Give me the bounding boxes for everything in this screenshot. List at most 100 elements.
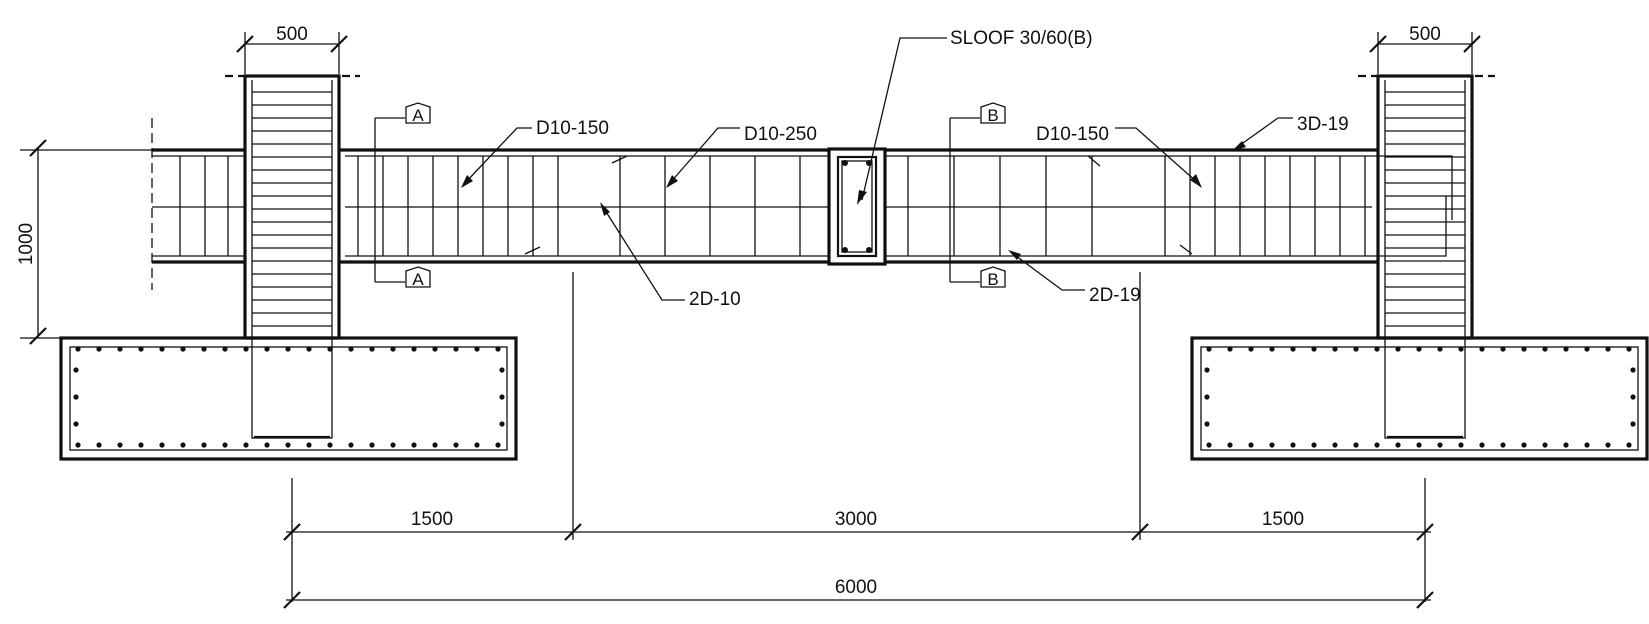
left-stub-beam [151, 118, 245, 290]
stirrup-end-right-label: D10-150 [1036, 124, 1109, 145]
dim-height-text: 1000 [16, 223, 37, 265]
rebar-dot [432, 346, 438, 352]
rebar-dot [285, 346, 291, 352]
top-bars-label: 3D-19 [1297, 114, 1349, 135]
leaders [461, 37, 1293, 301]
rebar-dot [1500, 442, 1506, 448]
rebar-dot [1227, 346, 1233, 352]
rebar-dot [1521, 442, 1527, 448]
rebar-dot [499, 367, 505, 373]
rebar-dot [117, 442, 123, 448]
rebar-dot [306, 346, 312, 352]
sloof-section [827, 147, 887, 266]
rebar-dot [1311, 442, 1317, 448]
right-footing [1190, 336, 1649, 461]
rebar-dot [1563, 346, 1569, 352]
rebar-dot [1374, 346, 1380, 352]
rebar-dot [1437, 442, 1443, 448]
rebar-dot [390, 442, 396, 448]
rebar-dot [75, 442, 81, 448]
rebar-dot [348, 442, 354, 448]
rebar-dot [180, 442, 186, 448]
rebar-dot [1630, 367, 1636, 373]
rebar-dot [1332, 442, 1338, 448]
rebar-dot [243, 442, 249, 448]
rebar-dot [96, 442, 102, 448]
rebar-dot [1204, 421, 1210, 427]
dim-right-text: 1500 [1262, 509, 1304, 530]
rebar-dot [222, 346, 228, 352]
rebar-dot [495, 346, 501, 352]
rebar-dot [1416, 346, 1422, 352]
rebar-dot [411, 442, 417, 448]
rebar-dot [1206, 346, 1212, 352]
section-marker-b: B B [949, 102, 1006, 289]
rebar-dot [1500, 346, 1506, 352]
rebar-dot [138, 346, 144, 352]
rebar-dot [264, 346, 270, 352]
rebar-dot [1227, 442, 1233, 448]
section-b-bottom-label: B [987, 270, 998, 289]
rebar-dot [1630, 421, 1636, 427]
rebar-dot [1584, 442, 1590, 448]
rebar-dot [243, 346, 249, 352]
rebar-dot [1353, 442, 1359, 448]
left-column [225, 74, 360, 340]
rebar-dot [159, 442, 165, 448]
rebar-dot [369, 442, 375, 448]
bottom-bars-right-label: 2D-19 [1089, 285, 1141, 306]
rebar-dot [432, 442, 438, 448]
stirrup-end-left-label: D10-150 [536, 118, 609, 139]
rebar-dot [1206, 442, 1212, 448]
rebar-dot [73, 367, 79, 373]
main-beam [339, 148, 1453, 264]
rebar-dot [1458, 346, 1464, 352]
dim-left-text: 1500 [411, 509, 453, 530]
rebar-dot [499, 394, 505, 400]
rebar-dot [327, 346, 333, 352]
rebar-dot [73, 421, 79, 427]
section-b-top-label: B [987, 106, 998, 125]
rebar-dot [1584, 346, 1590, 352]
rebar-dot [75, 346, 81, 352]
rebar-dot [1479, 442, 1485, 448]
rebar-dot [1437, 346, 1443, 352]
section-marker-a: A A [374, 102, 431, 289]
dimension-spans: 1500 3000 1500 6000 [283, 272, 1434, 609]
rebar-dot [201, 346, 207, 352]
rebar-dot [222, 442, 228, 448]
right-column [1358, 74, 1495, 340]
sloof-label: SLOOF 30/60(B) [950, 28, 1093, 49]
rebar-dot [1395, 442, 1401, 448]
rebar-dot [1542, 346, 1548, 352]
rebar-dot [264, 442, 270, 448]
rebar-dot [96, 346, 102, 352]
rebar-dot [138, 442, 144, 448]
rebar-dot [327, 442, 333, 448]
rebar-dot [1626, 442, 1632, 448]
rebar-dot [1290, 442, 1296, 448]
rebar-dot [1204, 394, 1210, 400]
rebar-dot [1458, 442, 1464, 448]
rebar-dot [1395, 346, 1401, 352]
rebar-dot [474, 346, 480, 352]
dimension-height: 1000 [16, 139, 152, 345]
rebar-dot [306, 442, 312, 448]
rebar-dot [117, 346, 123, 352]
dim-total-text: 6000 [835, 577, 877, 598]
rebar-dot [285, 442, 291, 448]
rebar-dot [1269, 346, 1275, 352]
rebar-dot [474, 442, 480, 448]
rebar-dot [1353, 346, 1359, 352]
rebar-dot [1630, 394, 1636, 400]
dim-col-right-text: 500 [1409, 24, 1441, 45]
rebar-dot [453, 346, 459, 352]
rebar-dot [1521, 346, 1527, 352]
section-a-top-label: A [412, 106, 424, 125]
rebar-dot [201, 442, 207, 448]
rebar-dot [1248, 442, 1254, 448]
rebar-dot [369, 346, 375, 352]
rebar-dot [1542, 442, 1548, 448]
rebar-dot [1626, 346, 1632, 352]
section-a-bottom-label: A [412, 270, 424, 289]
